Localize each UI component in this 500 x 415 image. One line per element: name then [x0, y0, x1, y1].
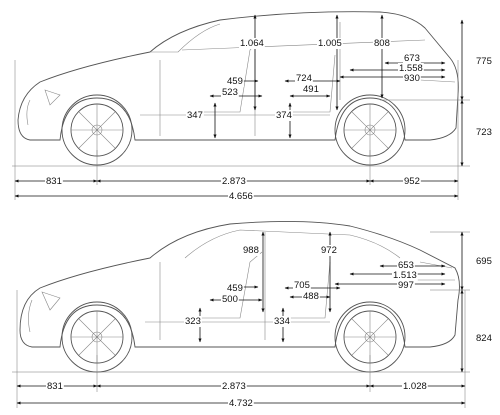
suv-boot-length-folded-label: 1.558	[399, 63, 423, 74]
suv-front-overhang-label: 831	[46, 176, 62, 187]
suv-rear-overhang-label: 952	[404, 176, 420, 187]
label-background	[221, 381, 247, 392]
coupe-wheelbase-label: 2.873	[222, 381, 246, 392]
label-background	[186, 110, 204, 121]
suv-front-leg-label: 523	[222, 87, 238, 98]
label-background	[226, 76, 244, 87]
coupe-front-leg-label: 500	[222, 294, 238, 305]
coupe-boot-length-folded-label: 1.513	[393, 270, 417, 281]
coupe-rear-headroom-label: 972	[321, 245, 337, 256]
label-background	[221, 176, 247, 187]
suv-front-headroom-label: 1.064	[240, 38, 264, 49]
suv-total-length-label: 4.656	[229, 191, 253, 202]
suv-boot-length-label: 930	[404, 73, 420, 84]
label-background	[320, 245, 338, 256]
label-background	[273, 316, 291, 327]
label-background	[302, 84, 320, 95]
suv-sill-height-label: 723	[476, 127, 492, 138]
label-background	[221, 294, 239, 305]
label-background	[475, 56, 493, 67]
label-background	[275, 110, 293, 121]
coupe-front-seat-label: 459	[227, 283, 243, 294]
suv-front-seat-label: 459	[227, 76, 243, 87]
coupe-front-seat-height-label: 323	[185, 316, 201, 327]
label-background	[373, 38, 391, 49]
coupe-rear-overhang-label: 1.028	[403, 381, 427, 392]
label-background	[226, 283, 244, 294]
label-background	[397, 280, 415, 291]
coupe-boot-length-label: 997	[398, 280, 414, 291]
suv-body-outline	[17, 11, 459, 166]
label-background	[475, 127, 493, 138]
suv-boot-length-top-label: 673	[404, 53, 420, 64]
label-background	[293, 280, 311, 291]
label-background	[45, 176, 63, 187]
label-background	[302, 291, 320, 302]
label-background	[242, 245, 260, 256]
suv-roof-to-sill-label: 775	[476, 56, 492, 67]
coupe-roof-to-sill-label: 695	[476, 256, 492, 267]
label-background	[392, 270, 418, 281]
label-background	[295, 73, 313, 84]
suv-rear-leg-gap-label: 724	[296, 73, 312, 84]
coupe-dimension-labels: 988 972 653 1.513 997 459 500 705 488 32…	[46, 245, 493, 409]
label-background	[228, 398, 254, 409]
label-background	[46, 381, 64, 392]
coupe-front-overhang-label: 831	[47, 381, 63, 392]
coupe-drawing: 988 972 653 1.513 997 459 500 705 488 32…	[12, 220, 493, 409]
coupe-rear-seat-height-label: 334	[274, 316, 290, 327]
coupe-body-outline	[19, 220, 460, 373]
label-background	[402, 381, 428, 392]
coupe-total-length-label: 4.732	[229, 398, 253, 409]
label-background	[475, 256, 493, 267]
label-background	[397, 260, 415, 271]
label-background	[317, 38, 343, 49]
suv-front-seat-height-label: 347	[187, 110, 203, 121]
suv-dimension-labels: 1.064 1.005 808 673 1.558 930 459 523 72…	[45, 38, 493, 202]
coupe-rear-leg-gap-label: 705	[294, 280, 310, 291]
label-background	[403, 53, 421, 64]
label-background	[403, 73, 421, 84]
label-background	[398, 63, 424, 74]
label-background	[239, 38, 265, 49]
coupe-front-headroom-label: 988	[243, 245, 259, 256]
suv-wheelbase-label: 2.873	[222, 176, 246, 187]
coupe-rear-seat-label: 488	[303, 291, 319, 302]
suv-drawing: 1.064 1.005 808 673 1.558 930 459 523 72…	[12, 11, 493, 202]
suv-rear-seat-label: 491	[303, 84, 319, 95]
label-background	[475, 333, 493, 344]
label-background	[403, 176, 421, 187]
suv-rear-seat-height-label: 374	[276, 110, 292, 121]
coupe-sill-height-label: 824	[476, 333, 492, 344]
label-background	[221, 87, 239, 98]
coupe-boot-length-top-label: 653	[398, 260, 414, 271]
label-background	[228, 191, 254, 202]
suv-rear-headroom-label: 1.005	[318, 38, 342, 49]
suv-boot-height-label: 808	[374, 38, 390, 49]
label-background	[184, 316, 202, 327]
